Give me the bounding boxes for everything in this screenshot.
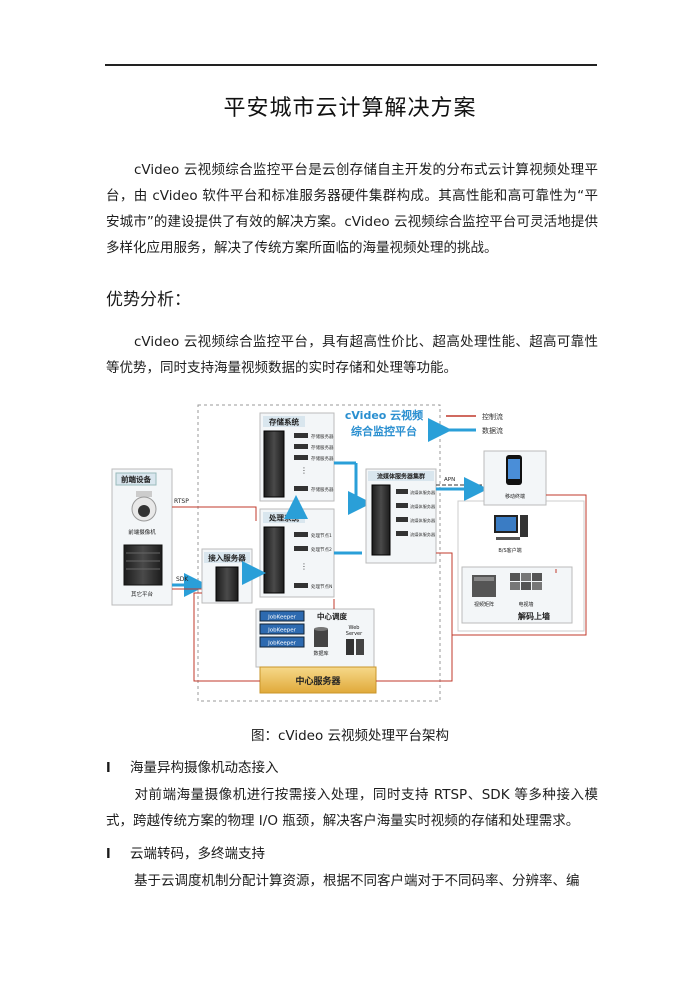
storage-system-label: 存储系统 (268, 417, 299, 427)
stream-cluster-tag (368, 471, 434, 481)
platform-title-1: cVideo 云视频 (345, 408, 423, 422)
advantage-text: cVideo 云视频综合监控平台，具有超高性价比、超高处理性能、超高可靠性等优势… (106, 334, 598, 376)
bullet-1-paragraph: 对前端海量摄像机进行按需接入处理，同时支持 RTSP、SDK 等多种接入模式，跨… (106, 782, 598, 834)
architecture-diagram-svg: cVideo 云视频 综合监控平台 控制流 数据流 前端设备 前端摄像机 其它平… (111, 404, 587, 702)
svg-text:存储服务器: 存储服务器 (311, 486, 334, 493)
video-matrix-label: 视频矩阵 (474, 601, 494, 608)
bullet-item-1: l 海量异构摄像机动态接入 (106, 756, 279, 776)
bs-client-label: B/S客户端 (498, 547, 521, 554)
mobile-terminal-label: 移动终端 (505, 493, 525, 500)
svg-text:流媒体服务器: 流媒体服务器 (410, 503, 436, 510)
web-server-label-2: Server (346, 631, 363, 637)
front-devices-tag (115, 472, 157, 486)
storage-ellipsis: ⋮ (300, 466, 308, 475)
svg-text:存储服务器: 存储服务器 (311, 433, 334, 440)
decode-wall-label: 解码上墙 (518, 611, 550, 621)
mobile-phone-icon (506, 455, 522, 485)
storage-server-unit: 存储服务器 (294, 455, 334, 462)
svg-text:JobKeeper: JobKeeper (267, 641, 296, 647)
jobkeeper-node: JobKeeper (259, 636, 305, 648)
svg-text:流媒体服务器: 流媒体服务器 (410, 489, 436, 496)
legend-control-label: 控制流 (482, 412, 503, 421)
top-rule (105, 64, 597, 66)
svg-text:处理节点1: 处理节点1 (311, 532, 332, 539)
central-server-bar (259, 666, 377, 694)
tv-wall-icon (510, 573, 542, 590)
database-label: 数据库 (313, 650, 328, 657)
jobkeeper-node: JobKeeper (259, 610, 305, 622)
platform-title-2: 综合监控平台 (351, 424, 417, 438)
front-devices-label: 前端设备 (121, 474, 151, 484)
control-path-clients (436, 494, 587, 636)
bullet-2-heading: 云端转码，多终端支持 (130, 846, 265, 862)
control-path-server (376, 635, 453, 682)
database-icon (314, 627, 328, 647)
processing-ellipsis: ⋮ (300, 562, 308, 571)
svg-text:JobKeeper: JobKeeper (267, 615, 296, 621)
apn-label: APN (444, 477, 455, 483)
svg-text:处理节点2: 处理节点2 (311, 546, 332, 553)
rtsp-line (172, 506, 257, 521)
processing-node-1: 处理节点1 (294, 532, 332, 539)
intro-text: cVideo 云视频综合监控平台是云创存储自主开发的分布式云计算视频处理平台，由… (106, 162, 598, 256)
svg-text:存储服务器: 存储服务器 (311, 455, 334, 462)
bullet-1-text: 对前端海量摄像机进行按需接入处理，同时支持 RTSP、SDK 等多种接入模式，跨… (106, 787, 598, 829)
tv-wall-label: 电视墙 (518, 601, 533, 608)
sdk-label: SDK (176, 576, 189, 583)
access-server-tag (204, 552, 250, 563)
bullet-item-2: l 云端转码，多终端支持 (106, 842, 265, 862)
page-title: 平安城市云计算解决方案 (223, 96, 477, 121)
camera-icon (131, 491, 157, 522)
other-platform-icon (123, 544, 163, 586)
web-server-icon (346, 639, 354, 655)
svg-text:流媒体服务器: 流媒体服务器 (410, 531, 436, 538)
legend-data-label: 数据流 (482, 426, 503, 435)
other-platform-label: 其它平台 (131, 590, 154, 598)
stream-server-unit: 流媒体服务器 (396, 503, 436, 510)
control-path-access (193, 592, 260, 682)
access-server-label: 接入服务器 (208, 553, 246, 563)
desktop-computer-icon (494, 515, 528, 540)
architecture-diagram: cVideo 云视频 综合监控平台 控制流 数据流 前端设备 前端摄像机 其它平… (110, 403, 596, 705)
central-server-label: 中心服务器 (295, 675, 341, 687)
storage-server-unit: 存储服务器 (294, 444, 334, 451)
jobkeeper-node: JobKeeper (259, 623, 305, 635)
processing-rack-icon (263, 526, 285, 594)
bullet-2-paragraph: 基于云调度机制分配计算资源，根据不同客户端对于不同码率、分辨率、编 (106, 868, 598, 894)
bullet-mark: l (106, 760, 111, 776)
intro-paragraph: cVideo 云视频综合监控平台是云创存储自主开发的分布式云计算视频处理平台，由… (106, 157, 598, 261)
svg-text:存储服务器: 存储服务器 (311, 444, 334, 451)
central-dispatch-label: 中心调度 (317, 611, 347, 621)
svg-text:流媒体服务器: 流媒体服务器 (410, 517, 436, 524)
stream-server-unit: 流媒体服务器 (396, 517, 436, 524)
svg-text:处理节点N: 处理节点N (311, 583, 332, 590)
storage-rack-icon (263, 430, 285, 498)
video-matrix-icon (472, 575, 496, 597)
svg-text:JobKeeper: JobKeeper (267, 628, 296, 634)
storage-server-unit: 存储服务器 (294, 433, 334, 440)
advantage-heading: 优势分析： (106, 290, 191, 310)
figure-caption: 图：cVideo 云视频处理平台架构 (250, 728, 450, 744)
storage-server-unit: 存储服务器 (294, 486, 334, 493)
stream-cluster-label: 流媒体服务器集群 (377, 473, 425, 481)
web-server-icon (356, 639, 364, 655)
stream-server-unit: 流媒体服务器 (396, 489, 436, 496)
processing-node-2: 处理节点2 (294, 546, 332, 553)
front-camera-label: 前端摄像机 (128, 528, 156, 536)
rtsp-label: RTSP (174, 498, 189, 505)
stream-rack-icon (371, 484, 391, 556)
bullet-1-heading: 海量异构摄像机动态接入 (130, 760, 279, 776)
storage-system-tag (263, 416, 305, 427)
web-server-label-1: Web (349, 625, 360, 631)
processing-system-label: 处理系统 (268, 513, 299, 523)
bullet-2-text: 基于云调度机制分配计算资源，根据不同客户端对于不同码率、分辨率、编 (134, 873, 580, 889)
access-server-icon (215, 566, 239, 602)
bullet-mark: l (106, 846, 111, 862)
stream-server-unit: 流媒体服务器 (396, 531, 436, 538)
advantage-paragraph: cVideo 云视频综合监控平台，具有超高性价比、超高处理性能、超高可靠性等优势… (106, 329, 598, 381)
processing-node-n: 处理节点N (294, 583, 332, 590)
